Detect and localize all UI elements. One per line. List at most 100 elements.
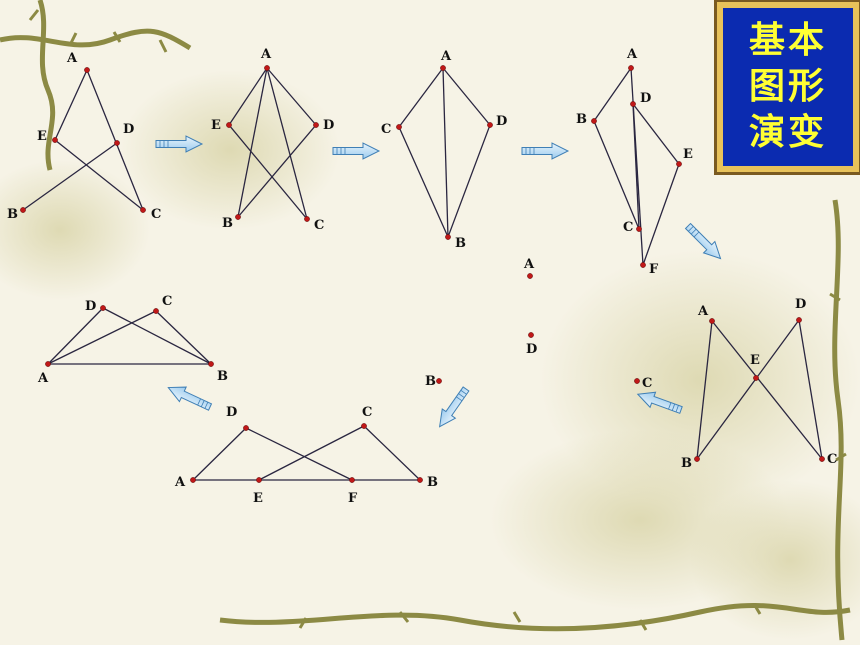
point-label-d: D [226,405,237,420]
segment-ec [258,425,365,481]
point-label-e: E [253,491,263,506]
point-d [114,140,120,146]
point-a [84,67,90,73]
title-line-2: 图形 [748,66,827,107]
point-label-e: E [683,147,693,162]
point-label-b: B [455,236,466,251]
point-label-b: B [222,216,233,231]
segment-ac [711,320,823,460]
segment-ef [642,163,680,266]
point-e [52,137,58,143]
segment-ae [54,69,88,141]
segment-ae [228,67,268,126]
point-a [264,65,270,71]
point-label-a: A [37,371,49,386]
point-a [190,477,196,483]
arrow-down-left-icon [438,386,470,428]
title-box: 基本 图形 演变 [714,0,860,175]
point-c [396,124,402,130]
segment-ec [54,139,144,211]
point-label-b: B [425,374,436,389]
segment-db [447,124,491,238]
point-b [417,477,423,483]
segment-ad [266,67,317,126]
segment-ac [47,310,157,365]
point-d [630,101,636,107]
arrow-down-right-icon [684,222,722,260]
segment-ad [192,427,247,481]
point-label-a: A [697,304,709,319]
point-c [153,308,159,314]
point-f [640,262,646,268]
segment-ac [86,69,144,211]
arrow-right-3-icon [521,142,570,160]
point-d [528,332,534,338]
segment-dc [798,319,823,460]
point-label-d: D [323,118,334,133]
segment-dc [632,103,640,230]
segment-cb [363,425,421,481]
point-c [304,216,310,222]
point-label-a: A [626,47,638,62]
point-label-c: C [642,376,652,391]
point-d [487,122,493,128]
point-label-d: D [496,114,507,129]
point-label-a: A [260,47,272,62]
point-c [634,378,640,384]
point-b [445,234,451,240]
point-a [709,318,715,324]
segment-bc [593,120,640,230]
point-label-d: D [85,299,96,314]
point-e [226,122,232,128]
point-e [676,161,682,167]
point-label-d: D [526,342,537,357]
segment-ab [593,67,632,122]
point-label-e: E [211,118,221,133]
point-b [591,118,597,124]
point-d [313,122,319,128]
point-label-a: A [66,51,78,66]
point-label-c: C [362,405,372,420]
segment-ec [228,124,308,220]
point-label-a: A [174,475,186,490]
point-d [100,305,106,311]
segment-db [696,319,800,460]
point-b [694,456,700,462]
point-label-b: B [576,112,587,127]
point-label-f: F [649,262,659,277]
point-a [45,361,51,367]
segment-df [245,427,353,481]
point-c [140,207,146,213]
point-label-d: D [795,297,806,312]
point-e [753,375,759,381]
segment-db [237,124,317,218]
point-b [235,214,241,220]
point-a [628,65,634,71]
point-label-e: E [37,129,47,144]
segment-ad [442,67,491,126]
title-line-3: 演变 [748,112,827,153]
point-c [361,423,367,429]
point-label-a: A [523,257,535,272]
segment-de [632,103,680,165]
point-e [256,477,262,483]
figure-8: A D B C [425,257,652,391]
point-a [527,273,533,279]
point-d [796,317,802,323]
segment-cb [155,310,212,365]
segment-ab [442,67,449,238]
point-label-f: F [348,491,358,506]
point-b [208,361,214,367]
point-c [819,456,825,462]
segment-ac [398,67,444,128]
point-label-b: B [217,369,228,384]
